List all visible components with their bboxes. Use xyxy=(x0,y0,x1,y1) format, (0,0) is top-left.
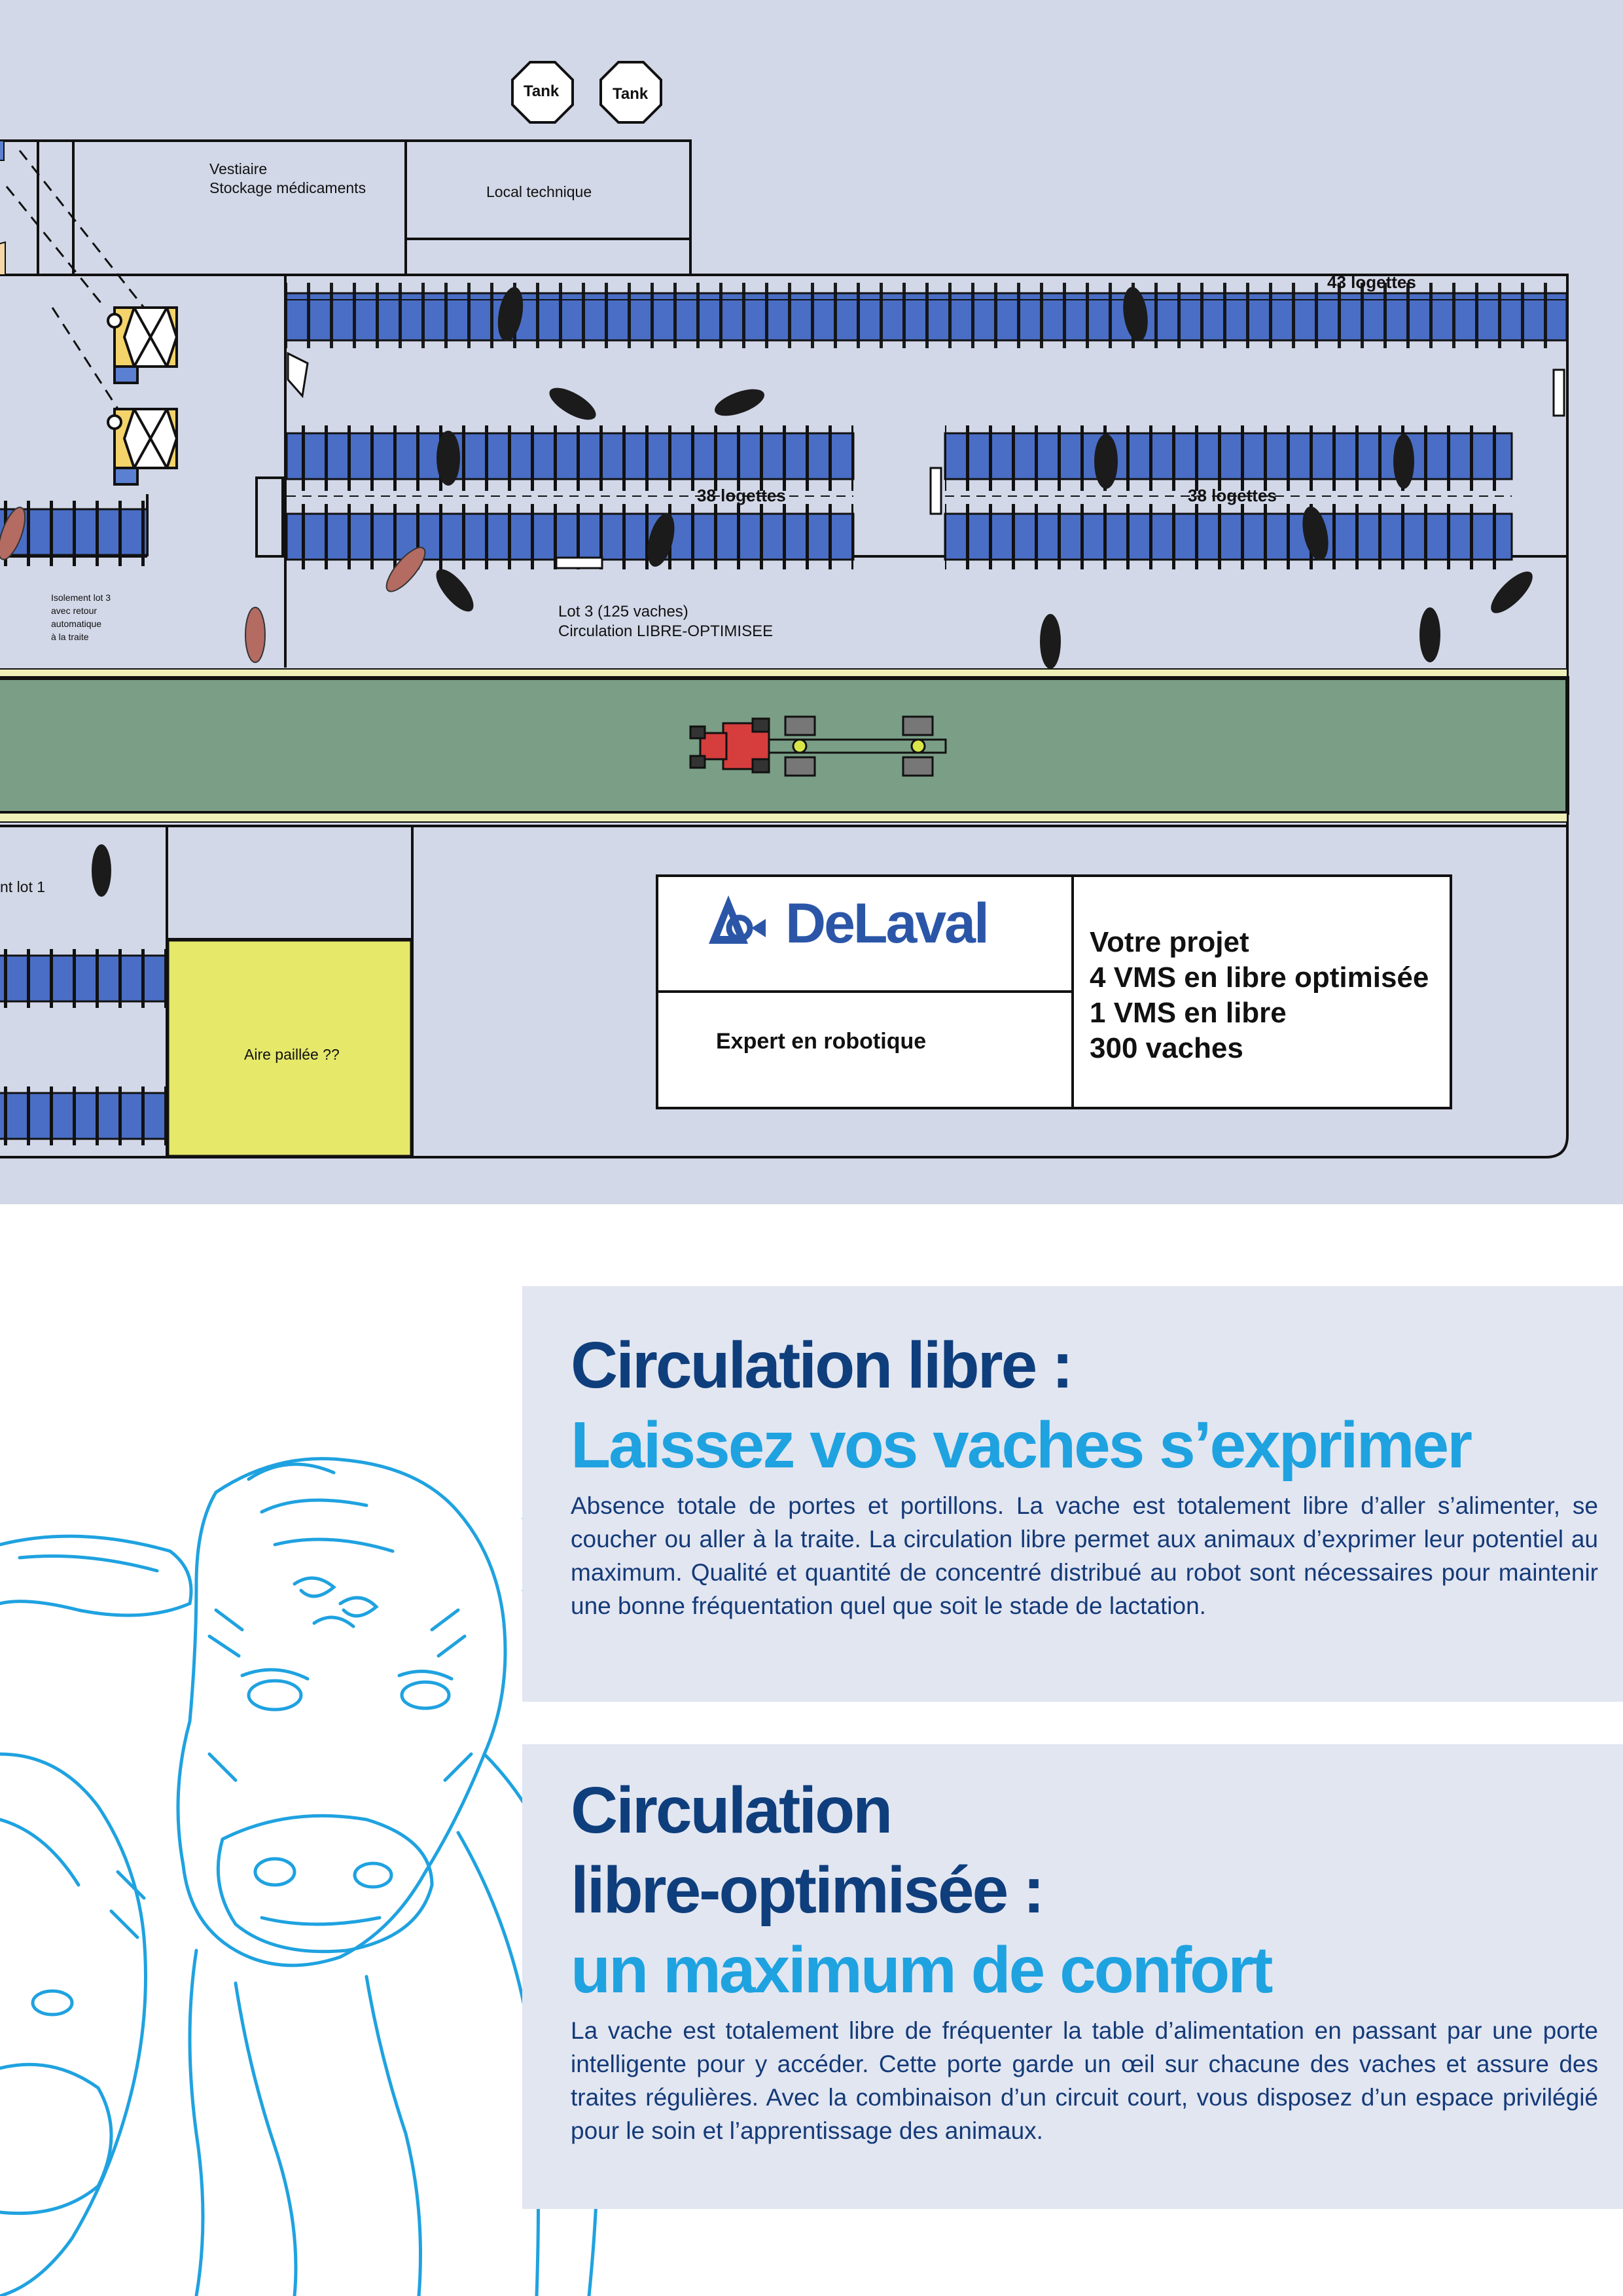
aire-paillee-label: Aire paillée ?? xyxy=(244,1046,340,1063)
isolement-lot1-label: nt lot 1 xyxy=(0,878,46,895)
section-circulation-libre-optimisee: Circulation libre-optimisée : un maximum… xyxy=(522,1744,1623,2209)
tagline: Expert en robotique xyxy=(716,1029,927,1054)
logettes-left-label: 38 logettes xyxy=(697,486,786,505)
stall-row-mid-left xyxy=(285,425,855,569)
stall-row-mid-right xyxy=(944,425,1513,569)
section2-title-line1: Circulation xyxy=(571,1774,893,1847)
stall-row-left xyxy=(0,501,168,1145)
tractor xyxy=(689,717,770,774)
tank-2-shape xyxy=(599,61,662,124)
section2-title-line2: libre-optimisée : xyxy=(571,1854,1044,1927)
delaval-logo-mark xyxy=(709,895,766,944)
barn-plan: Tank Tank Vestiaire Stockage médicaments… xyxy=(0,0,1623,1204)
section-circulation-libre: Circulation libre : Laissez vos vaches s… xyxy=(522,1286,1623,1702)
logettes-top-label: 43 logettes xyxy=(1327,272,1416,292)
tank-2-label: Tank xyxy=(613,85,649,103)
logettes-right-label: 38 logettes xyxy=(1188,486,1277,505)
vms-robot-1 xyxy=(107,306,179,384)
vms-robot-2 xyxy=(107,408,179,486)
delaval-brand: DeLaval xyxy=(785,892,990,955)
cow-sketch-illustration xyxy=(0,1457,632,2296)
vestiaire-label: Vestiaire xyxy=(209,160,268,177)
section2-title-line3: un maximum de confort xyxy=(571,1933,1273,2007)
stockage-label: Stockage médicaments xyxy=(209,179,366,196)
feed-wagon xyxy=(768,715,947,777)
stall-row-top xyxy=(284,283,1568,348)
isolement-lot3-label: Isolement lot 3 avec retour automatique … xyxy=(51,592,111,642)
tank-1-shape xyxy=(511,61,574,124)
barn-plan-drawing xyxy=(0,61,1569,1158)
section1-title-line1: Circulation libre : xyxy=(571,1329,1073,1402)
lot3-label: Lot 3 (125 vaches) Circulation LIBRE-OPT… xyxy=(558,603,774,640)
project-summary: Votre projet 4 VMS en libre optimisée 1 … xyxy=(1090,926,1429,1064)
section2-body: La vache est totalement libre de fréquen… xyxy=(571,2017,1598,2144)
tank-1-label: Tank xyxy=(524,82,560,100)
section1-title-line2: Laissez vos vaches s’exprimer xyxy=(571,1408,1472,1482)
section1-body: Absence totale de portes et portillons. … xyxy=(571,1492,1598,1619)
local-technique-label: Local technique xyxy=(486,183,592,200)
